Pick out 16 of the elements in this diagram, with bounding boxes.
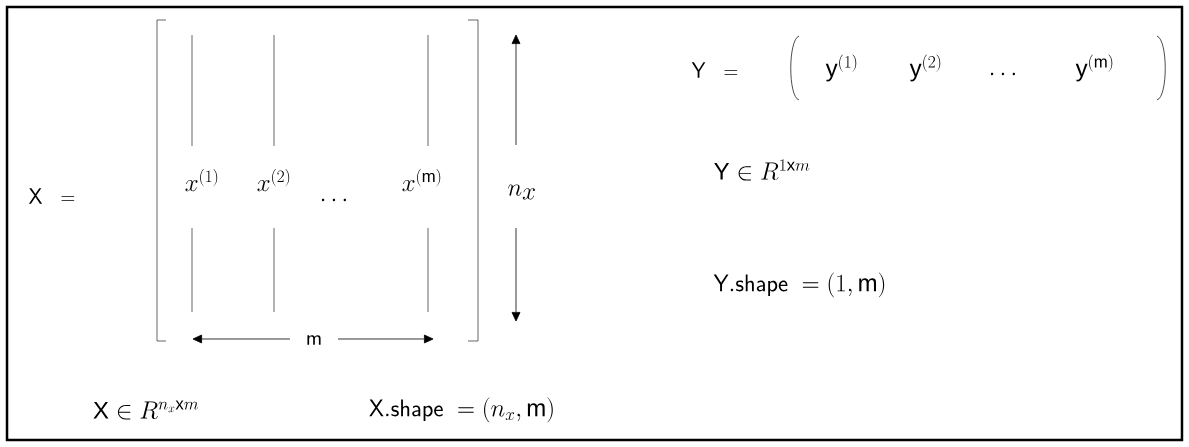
shape-formula: $\mathsf{X.shape}\ =(n_x,\mathrm{m})$	[369, 397, 553, 423]
ellipsis: $\ldots$	[990, 72, 1016, 76]
column-count-label: $\mathsf{m}$	[307, 335, 321, 345]
vector-entry-label: $\mathrm{y}^{(1)}$	[825, 54, 857, 82]
matrix-name: $\mathsf{X}\ \ =$	[28, 188, 75, 204]
column-vector-label: $x^{(\mathrm{m})}$	[402, 169, 441, 192]
vector-entry-label: $\mathrm{y}^{(\mathrm{m})}$	[1075, 54, 1113, 82]
shape-formula: $\mathsf{Y.shape}\ =(1,\mathrm{m})$	[713, 272, 885, 298]
column-vector-label: $x^{(1)}$	[185, 169, 218, 192]
set-membership-formula: $\mathrm{Y}\in R^{1\mathrm{x}m}$	[714, 159, 810, 181]
ellipsis: $\ldots$	[321, 198, 347, 202]
column-vector-label: $x^{(2)}$	[257, 169, 290, 192]
row-count-label: $n_x$	[508, 184, 535, 200]
vector-entry-label: $\mathrm{y}^{(2)}$	[909, 54, 941, 82]
set-membership-formula: $\mathrm{X}\in R^{n_x\mathrm{x}m}$	[93, 400, 199, 420]
matrix-name: $\mathsf{Y}\ \ =$	[691, 62, 738, 78]
